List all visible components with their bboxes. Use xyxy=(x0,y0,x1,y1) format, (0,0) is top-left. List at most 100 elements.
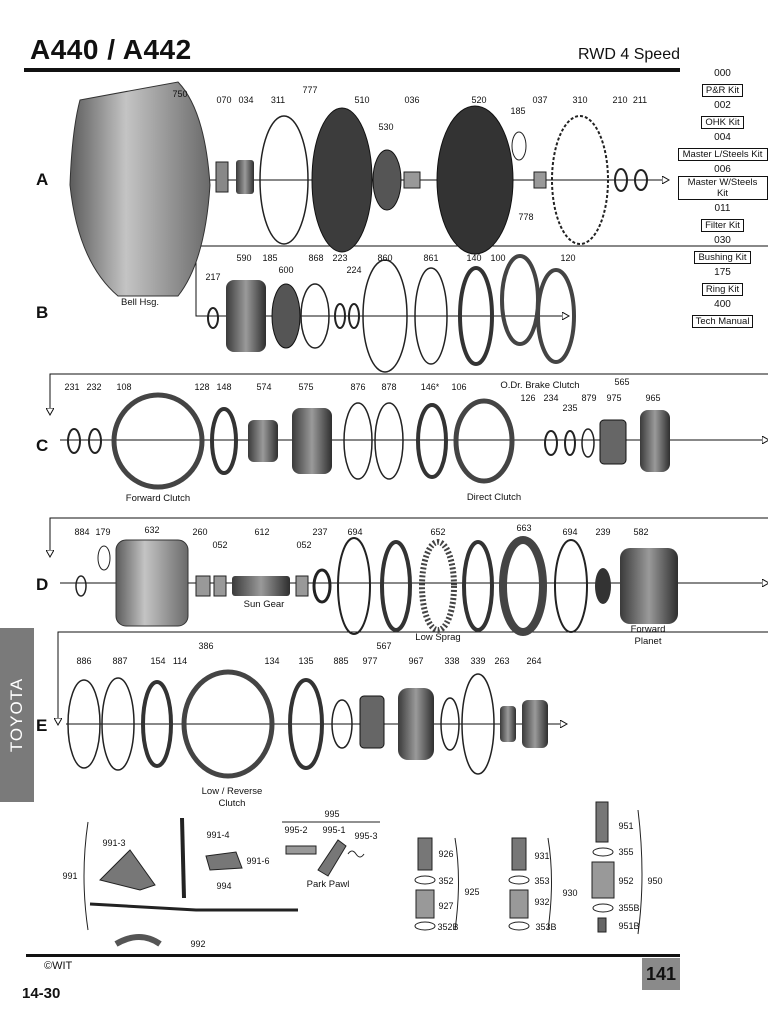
caption-sun-gear: Sun Gear xyxy=(244,599,285,610)
part-label: 352B xyxy=(437,922,458,932)
section-tab-toyota[interactable]: TOYOTA xyxy=(0,628,34,802)
spring-931 xyxy=(511,837,527,871)
part-label: 126 xyxy=(520,393,535,403)
part-label: 034 xyxy=(238,95,253,105)
part-label: 052 xyxy=(296,540,311,550)
assembly-captions: Bell Hsg. O.Dr. Brake Clutch Forward Clu… xyxy=(121,297,665,890)
row-e-parts xyxy=(67,669,548,779)
part-label: 353B xyxy=(535,922,556,932)
part-label: 355B xyxy=(618,903,639,913)
sprag-977 xyxy=(359,695,385,749)
seal-311 xyxy=(259,115,309,245)
drum-632 xyxy=(115,539,189,627)
bushing-260 xyxy=(195,575,211,597)
piston-927 xyxy=(415,889,435,919)
forward-clutch-pack xyxy=(111,392,205,490)
row-letter-b: B xyxy=(36,303,49,322)
page-title: A440 / A442 xyxy=(30,34,192,65)
part-label: 386 xyxy=(198,641,213,651)
sun-gear-612 xyxy=(232,576,290,596)
part-label: 887 xyxy=(112,656,127,666)
part-label: 565 xyxy=(614,377,629,387)
piston-932 xyxy=(509,889,529,919)
snap-ring-876 xyxy=(343,402,373,480)
part-label: 994 xyxy=(216,881,231,891)
part-label: 575 xyxy=(298,382,313,392)
snap-ring-694a xyxy=(337,537,371,635)
race-967 xyxy=(398,688,434,760)
part-label: 135 xyxy=(298,656,313,666)
bracket-930 xyxy=(547,837,552,931)
part-label: 612 xyxy=(254,527,269,537)
part-label: 992 xyxy=(190,939,205,949)
part-label: 310 xyxy=(572,95,587,105)
part-label: 885 xyxy=(333,656,348,666)
pin-995-2 xyxy=(285,845,317,855)
part-label: 861 xyxy=(423,253,438,263)
ring-338 xyxy=(440,697,460,751)
caption-park-pawl: Park Pawl xyxy=(307,879,350,890)
seal-352 xyxy=(414,875,436,885)
part-label: 860 xyxy=(377,253,392,263)
low-reverse-clutch-pack xyxy=(181,669,275,779)
part-label: 355 xyxy=(618,847,633,857)
seal-353b xyxy=(508,921,530,931)
row-d-parts xyxy=(75,536,678,636)
part-label: 260 xyxy=(192,527,207,537)
ring-179 xyxy=(97,545,111,571)
spring-995-3 xyxy=(347,850,365,858)
caption-low-reverse-clutch-line2: Clutch xyxy=(219,798,246,809)
page-subtitle: RWD 4 Speed xyxy=(578,46,680,63)
part-label: 632 xyxy=(144,525,159,535)
piston-952 xyxy=(591,861,615,899)
part-label: 950 xyxy=(647,876,662,886)
part-label: 232 xyxy=(86,382,101,392)
row-b-parts xyxy=(207,254,576,373)
ring-034 xyxy=(236,160,254,194)
part-label: 932 xyxy=(534,897,549,907)
part-label: 353 xyxy=(534,876,549,886)
gear-530 xyxy=(372,149,402,211)
part-label: 223 xyxy=(332,253,347,263)
rod-994 xyxy=(89,902,298,912)
part-label: 036 xyxy=(404,95,419,105)
race-663 xyxy=(499,536,547,636)
washer-237 xyxy=(312,568,332,604)
part-label: 185 xyxy=(510,106,525,116)
lever-992 xyxy=(114,934,162,947)
bushing-036 xyxy=(403,171,421,189)
snap-ring-694b xyxy=(554,539,588,633)
bearing-264 xyxy=(522,700,548,748)
section-page-number: 14-30 xyxy=(22,985,61,1002)
part-label: 510 xyxy=(354,95,369,105)
part-label: 652 xyxy=(430,527,445,537)
bell-housing xyxy=(69,81,211,297)
planet-600 xyxy=(271,283,301,349)
caption-forward-planet: Forward xyxy=(631,624,666,635)
part-label: 884 xyxy=(74,527,89,537)
bushing-037 xyxy=(533,171,547,189)
part-label: 530 xyxy=(378,122,393,132)
part-label: 100 xyxy=(490,253,505,263)
snap-ring-886 xyxy=(67,679,101,769)
part-label: 952 xyxy=(618,876,633,886)
part-label: 926 xyxy=(438,849,453,859)
part-label: 146* xyxy=(421,382,440,392)
part-label: 931 xyxy=(534,851,549,861)
ring-868 xyxy=(300,283,330,349)
part-label: 991-4 xyxy=(206,830,229,840)
washer-217 xyxy=(207,307,219,329)
part-label: 070 xyxy=(216,95,231,105)
caption-odr-brake-clutch: O.Dr. Brake Clutch xyxy=(500,380,579,391)
snap-ring-878 xyxy=(374,402,404,480)
part-label: 211 xyxy=(633,95,647,105)
